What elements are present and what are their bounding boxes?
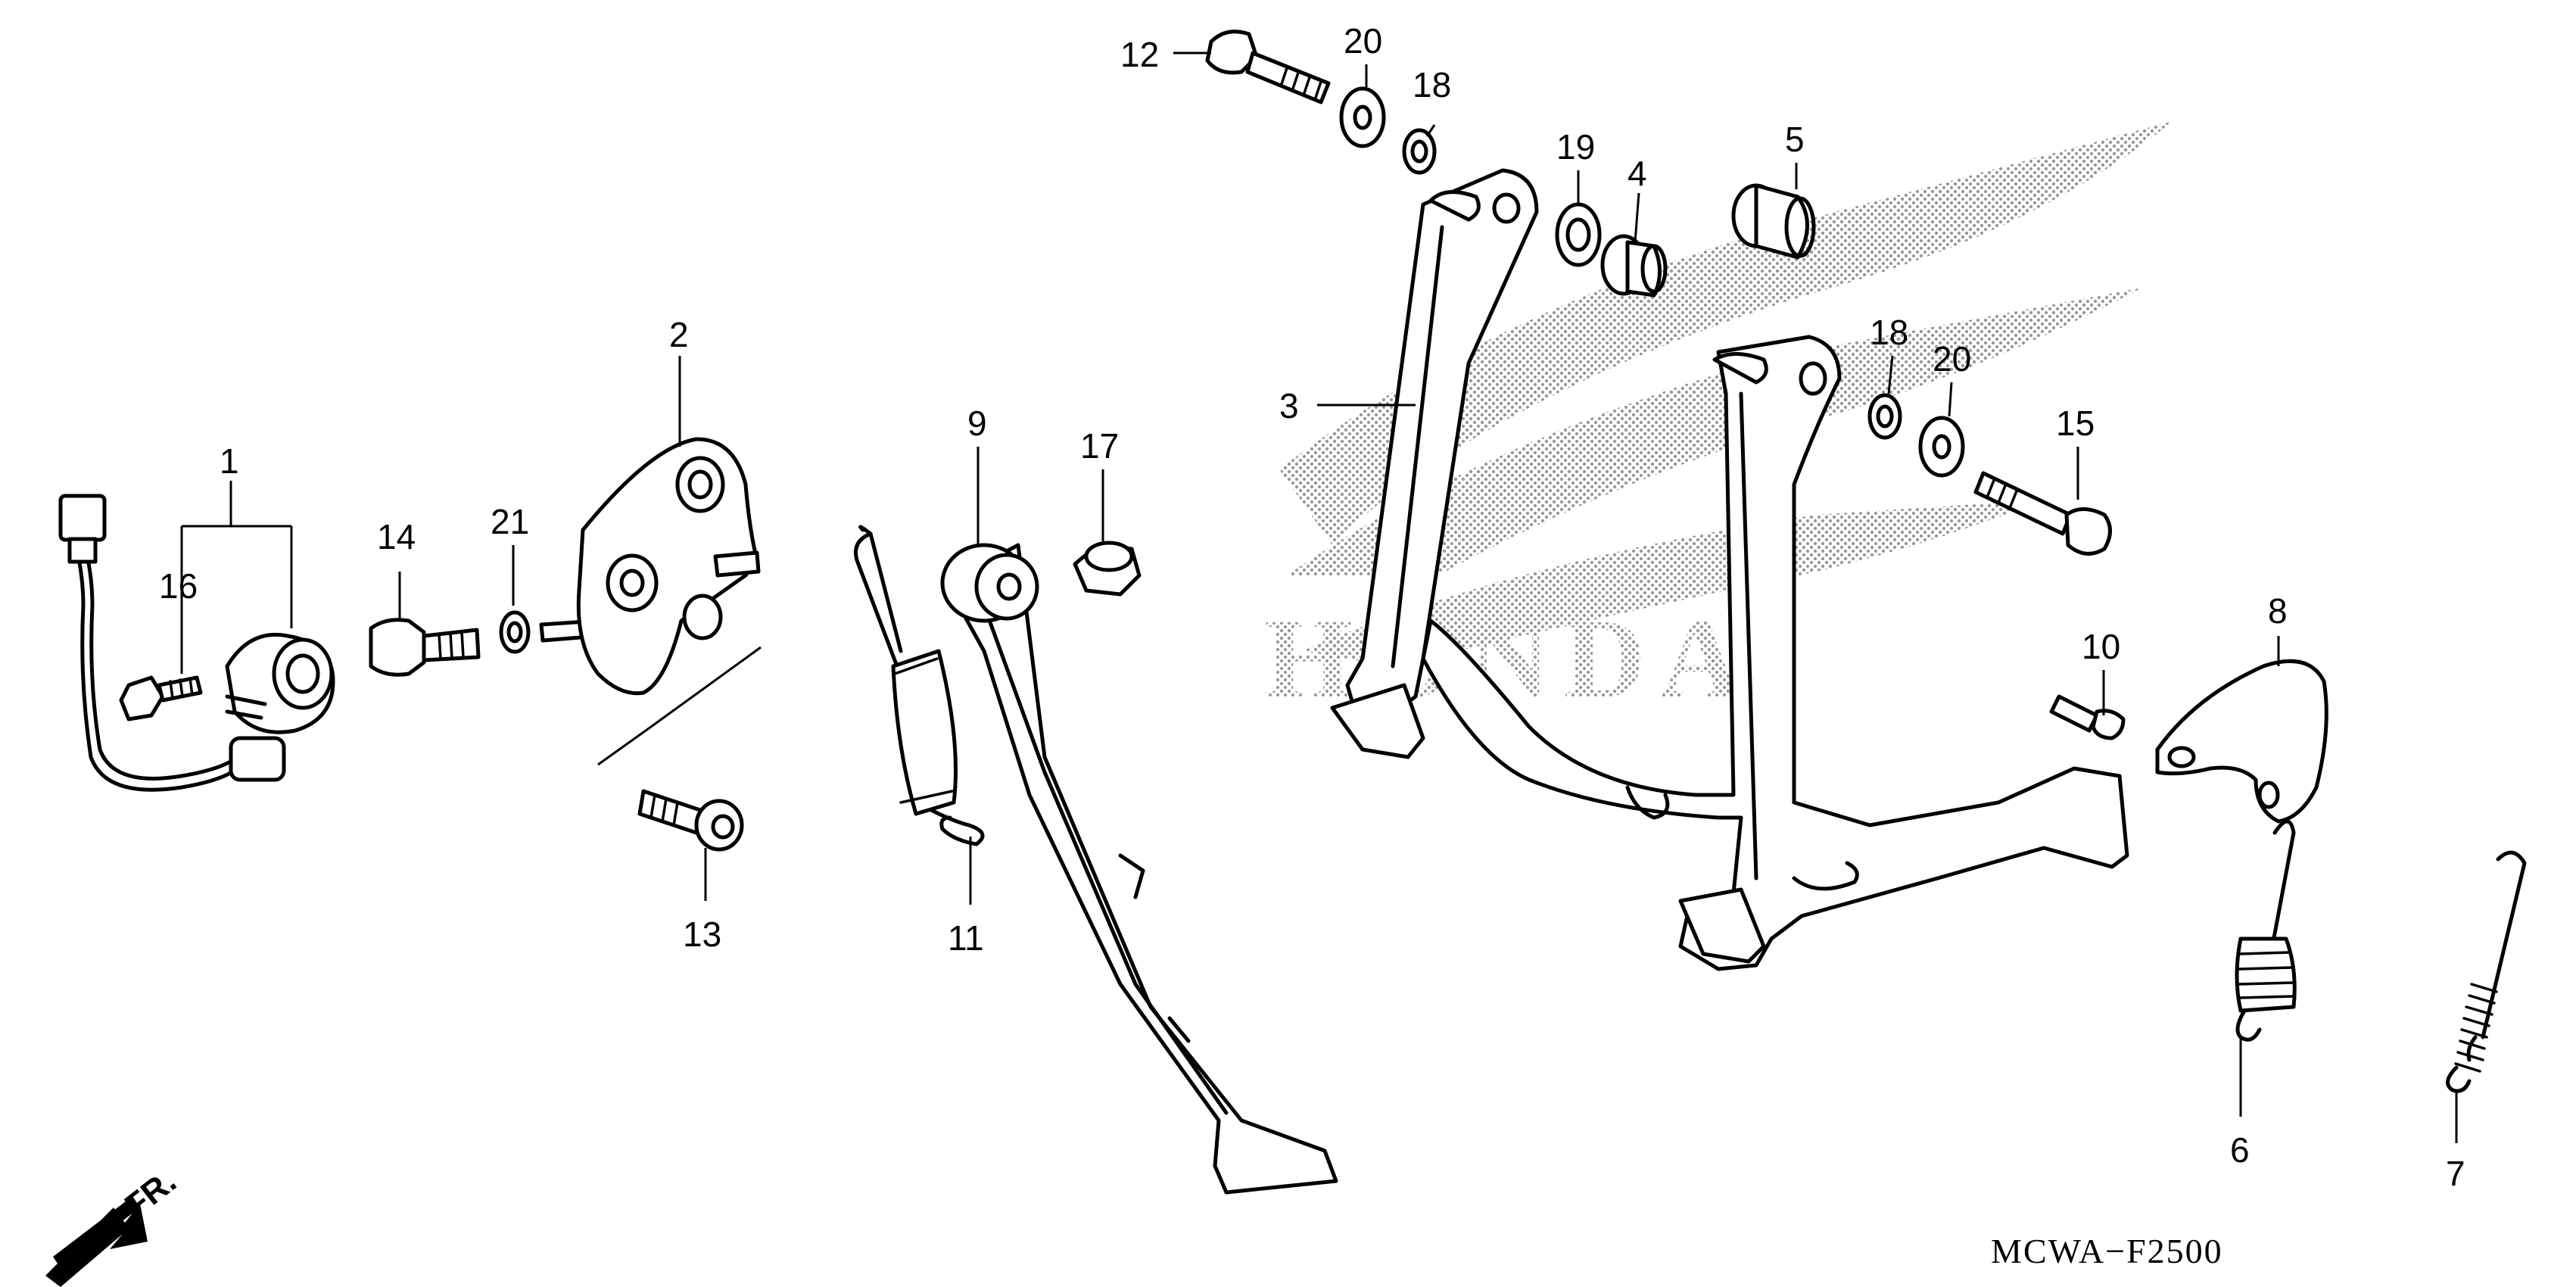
callout-14: 14	[377, 517, 416, 556]
callout-1: 1	[220, 441, 239, 481]
callout-6: 6	[2230, 1130, 2250, 1170]
honda-wing-watermark	[1279, 121, 2173, 666]
callout-8: 8	[2268, 591, 2288, 631]
washer-20-right	[1918, 416, 1965, 478]
callout-13: 13	[683, 915, 721, 954]
callout-18a: 18	[1413, 65, 1451, 104]
callout-11: 11	[948, 918, 984, 958]
callout-17: 17	[1080, 426, 1119, 466]
washer-19	[1555, 202, 1602, 267]
callout-2: 2	[669, 315, 689, 354]
bolt-16	[119, 675, 203, 721]
bolt-13	[637, 789, 744, 852]
callout-18b: 18	[1870, 313, 1908, 352]
bushing-5	[1731, 183, 1816, 260]
side-stand-9	[940, 543, 1338, 1195]
callout-7: 7	[2446, 1154, 2465, 1193]
assembly-line-13	[597, 646, 762, 766]
washer-20-top	[1339, 86, 1386, 148]
clip-21	[499, 610, 531, 654]
callout-12: 12	[1120, 35, 1159, 74]
collar-4	[1600, 234, 1668, 298]
spring-6	[2235, 819, 2297, 1042]
callout-15: 15	[2056, 404, 2095, 443]
callout-16: 16	[159, 566, 198, 606]
callouts: 1 2 3 4 5 6 7 8 9 10 11 12 13 14 15 16 1…	[159, 21, 2465, 1193]
front-direction-arrow-icon	[45, 1196, 148, 1287]
spring-7	[2446, 850, 2527, 1093]
bolt-10	[2049, 694, 2126, 740]
side-stand-switch	[58, 494, 335, 792]
callout-4: 4	[1628, 154, 1647, 193]
document-code: MCWA−F2500	[1991, 1232, 2223, 1270]
main-stand-3	[1330, 168, 2129, 971]
washer-18-top	[1402, 128, 1437, 175]
leader-lines	[180, 51, 2458, 1143]
callout-21: 21	[491, 502, 529, 541]
callout-10: 10	[2082, 627, 2120, 666]
spring-11	[854, 525, 985, 846]
callout-9: 9	[967, 404, 987, 443]
callout-20b: 20	[1933, 339, 1971, 379]
bolt-14	[369, 618, 481, 677]
callout-3: 3	[1279, 386, 1299, 425]
bolt-12	[1205, 30, 1331, 104]
callout-5: 5	[1785, 120, 1805, 159]
bolt-15	[1973, 471, 2112, 556]
callout-20a: 20	[1344, 21, 1382, 61]
plate-8	[2155, 659, 2328, 824]
washer-18-right	[1867, 393, 1902, 440]
nut-17	[1073, 541, 1142, 597]
bracket-2	[539, 437, 761, 696]
callout-19: 19	[1556, 127, 1595, 167]
